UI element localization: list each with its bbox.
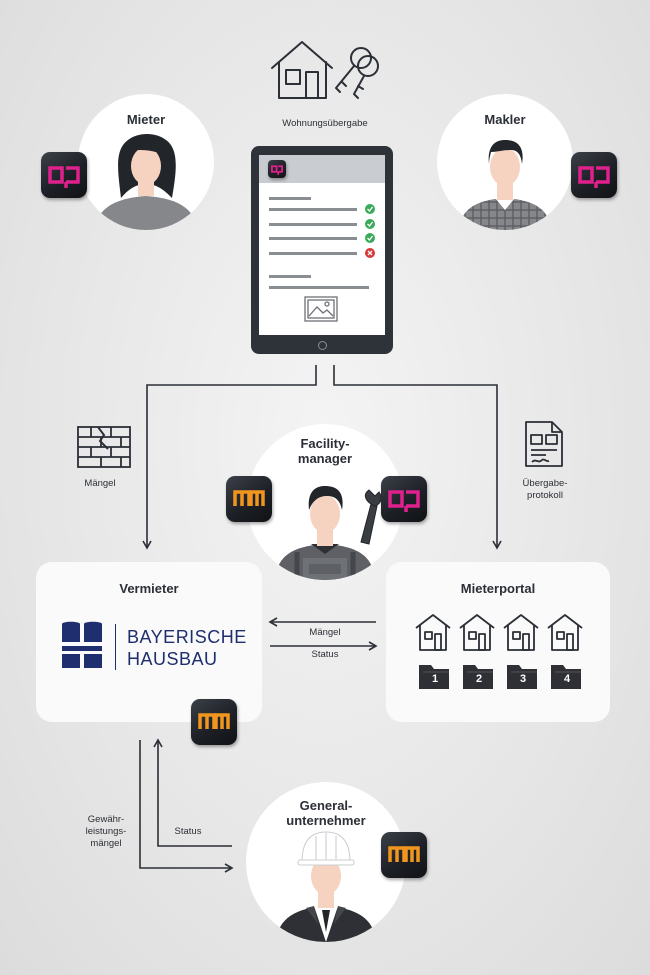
general-title: General- unternehmer	[246, 798, 406, 828]
folder-3-number: 3	[519, 673, 527, 685]
uebergabeprotokoll-label: Übergabe- protokoll	[510, 478, 580, 502]
uebergabeprotokoll-line2: protokoll	[527, 490, 563, 501]
makler-circle: Makler	[437, 94, 573, 230]
makler-title: Makler	[484, 112, 526, 127]
tablet	[251, 146, 393, 354]
facility-circle: Facility- manager	[247, 424, 403, 580]
gewaehr-line1: Gewähr-	[87, 814, 125, 825]
facility-title-line2: manager	[297, 451, 353, 466]
man-avatar-icon	[459, 140, 551, 230]
vermieter-title: Vermieter	[119, 581, 179, 596]
checklist	[269, 197, 375, 322]
facility-ap-app-icon	[381, 476, 427, 522]
brick-wall-icon	[77, 426, 131, 468]
facility-mm-app-icon	[226, 476, 272, 522]
folder-3: 3	[506, 662, 538, 690]
facility-title: Facility- manager	[247, 436, 403, 466]
gewaehr-line3: mängel	[90, 838, 122, 849]
status-mid-label: Status	[311, 649, 339, 660]
folder-4: 4	[550, 662, 582, 690]
ap-app-icon	[268, 160, 286, 178]
logo-divider	[115, 624, 116, 670]
vermieter-card: Vermieter BAYERISCHE HAUSBAU	[36, 562, 262, 722]
house-key-icon	[271, 41, 379, 99]
folder-1-number: 1	[431, 673, 439, 685]
mieter-title: Mieter	[126, 112, 166, 127]
bayerische-hausbau-logo-icon	[62, 621, 102, 668]
folder-2: 2	[462, 662, 494, 690]
makler-ap-app-icon	[571, 152, 617, 198]
tablet-screen	[259, 155, 385, 335]
mieter-circle: Mieter	[78, 94, 214, 230]
facility-manager-avatar-icon	[275, 486, 382, 580]
maengel-mid-label: Mängel	[309, 627, 341, 638]
contractor-avatar-icon	[276, 831, 376, 942]
general-title-line2: unternehmer	[286, 813, 366, 828]
folder-4-number: 4	[563, 673, 571, 685]
mieter-ap-app-icon	[41, 152, 87, 198]
logo-text-line1: BAYERISCHE	[127, 627, 247, 647]
logo-text: BAYERISCHE HAUSBAU	[127, 626, 247, 670]
document-protocol-icon	[525, 421, 563, 467]
woman-avatar-icon	[94, 134, 198, 230]
mieterportal-title: Mieterportal	[460, 581, 536, 596]
wohnungsuebergabe-label: Wohnungsübergabe	[282, 118, 368, 129]
logo-text-line2: HAUSBAU	[127, 649, 218, 669]
general-mm-app-icon	[381, 832, 427, 878]
gewaehr-line2: leistungs-	[85, 826, 127, 837]
gewaehrleistungsmaengel-label: Gewähr- leistungs- mängel	[78, 814, 134, 850]
general-title-line1: General-	[299, 798, 353, 813]
folders-row: 1 2 3 4	[418, 662, 588, 692]
general-circle: General- unternehmer	[246, 782, 406, 942]
facility-title-line1: Facility-	[300, 436, 350, 451]
maengel-left-label: Mängel	[84, 478, 116, 489]
tablet-home-button	[318, 341, 327, 350]
uebergabeprotokoll-line1: Übergabe-	[522, 478, 568, 489]
vermieter-mm-app-icon	[191, 699, 237, 745]
status-bottom-label: Status	[174, 826, 202, 837]
folder-2-number: 2	[475, 673, 483, 685]
mieterportal-card: Mieterportal 1 2 3 4	[386, 562, 610, 722]
folder-1: 1	[418, 662, 450, 690]
houses-icon	[415, 614, 583, 651]
